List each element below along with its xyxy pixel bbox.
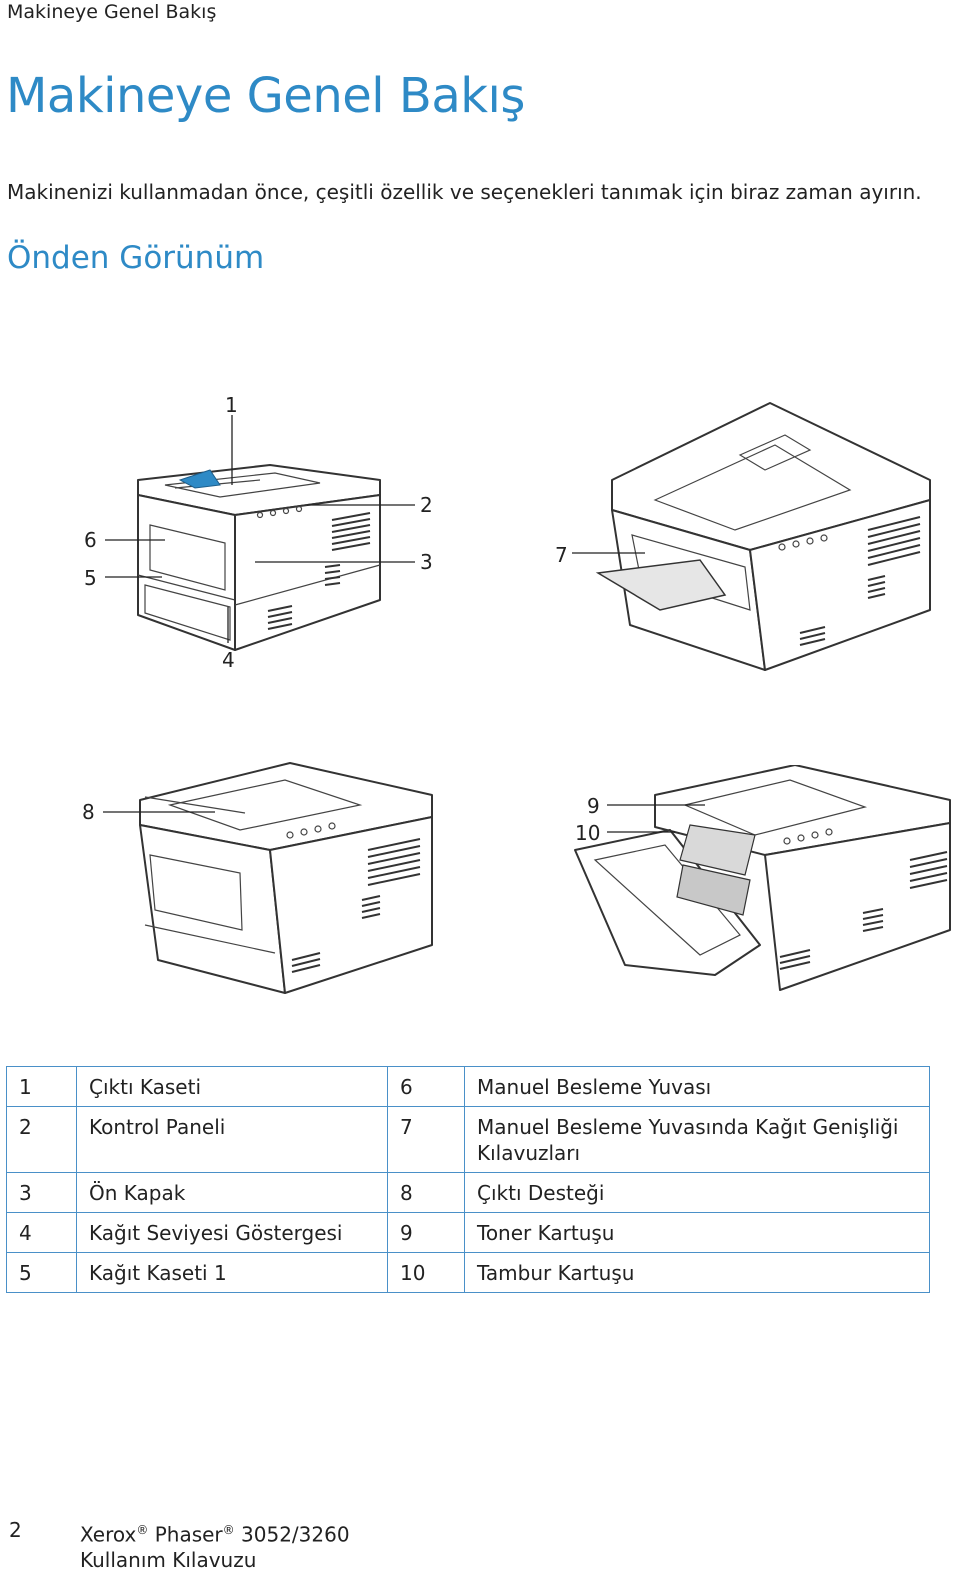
part-number: 8	[387, 1172, 465, 1213]
part-name: Tambur Kartuşu	[464, 1252, 930, 1293]
callout-1: 1	[225, 393, 238, 417]
part-name: Kağıt Kaseti 1	[76, 1252, 388, 1293]
section-title: Önden Görünüm	[7, 240, 265, 276]
page-number: 2	[9, 1518, 22, 1542]
part-number: 6	[387, 1066, 465, 1107]
table-row: 5 Kağıt Kaseti 1 10 Tambur Kartuşu	[6, 1252, 930, 1293]
part-number: 7	[387, 1106, 465, 1173]
intro-paragraph: Makinenizi kullanmadan önce, çeşitli öze…	[7, 180, 922, 204]
callout-4: 4	[222, 648, 235, 672]
callout-8: 8	[82, 800, 95, 824]
printer-illustration-manual-feed: 7	[555, 402, 931, 671]
printer-illustration-front: 1 2 3 4 5 6	[84, 393, 433, 672]
part-name: Kontrol Paneli	[76, 1106, 388, 1173]
callout-7: 7	[555, 543, 568, 567]
model-number: 3052/3260	[241, 1522, 350, 1547]
part-name: Çıktı Kaseti	[76, 1066, 388, 1107]
doc-title: Kullanım Kılavuzu	[80, 1547, 257, 1572]
brand-name: Xerox	[80, 1522, 137, 1547]
product-name: Phaser	[154, 1522, 223, 1547]
figure-manual-feed: 7	[550, 395, 950, 680]
figure-cartridges: 9 10	[565, 765, 957, 1000]
part-number: 1	[6, 1066, 77, 1107]
callout-5: 5	[84, 566, 97, 590]
table-row: 4 Kağıt Seviyesi Göstergesi 9 Toner Kart…	[6, 1212, 930, 1253]
page-title: Makineye Genel Bakış	[6, 68, 525, 124]
part-name: Manuel Besleme Yuvasında Kağıt Genişliği…	[464, 1106, 930, 1173]
footer-doc-info: Xerox® Phaser® 3052/3260 Kullanım Kılavu…	[80, 1518, 350, 1573]
figure-output-support: 8	[70, 755, 450, 1000]
figure-front-view: 1 2 3 4 5 6	[70, 385, 450, 675]
printer-illustration-cartridges: 9 10	[574, 765, 951, 991]
part-name: Toner Kartuşu	[464, 1212, 930, 1253]
table-row: 3 Ön Kapak 8 Çıktı Desteği	[6, 1172, 930, 1213]
part-name: Kağıt Seviyesi Göstergesi	[76, 1212, 388, 1253]
parts-table: 1 Çıktı Kaseti 6 Manuel Besleme Yuvası 2…	[6, 1066, 930, 1293]
part-number: 4	[6, 1212, 77, 1253]
running-header: Makineye Genel Bakış	[7, 1, 217, 23]
part-number: 2	[6, 1106, 77, 1173]
table-row: 2 Kontrol Paneli 7 Manuel Besleme Yuvası…	[6, 1106, 930, 1173]
callout-6: 6	[84, 528, 97, 552]
part-number: 5	[6, 1252, 77, 1293]
part-name: Ön Kapak	[76, 1172, 388, 1213]
callout-10: 10	[575, 821, 600, 845]
part-name: Manuel Besleme Yuvası	[464, 1066, 930, 1107]
callout-3: 3	[420, 550, 433, 574]
part-number: 10	[387, 1252, 465, 1293]
registered-mark: ®	[136, 1523, 149, 1537]
registered-mark: ®	[222, 1523, 235, 1537]
part-name: Çıktı Desteği	[464, 1172, 930, 1213]
callout-2: 2	[420, 493, 433, 517]
table-row: 1 Çıktı Kaseti 6 Manuel Besleme Yuvası	[6, 1066, 930, 1107]
part-number: 3	[6, 1172, 77, 1213]
part-number: 9	[387, 1212, 465, 1253]
callout-9: 9	[587, 794, 600, 818]
printer-illustration-output-support: 8	[82, 762, 433, 994]
